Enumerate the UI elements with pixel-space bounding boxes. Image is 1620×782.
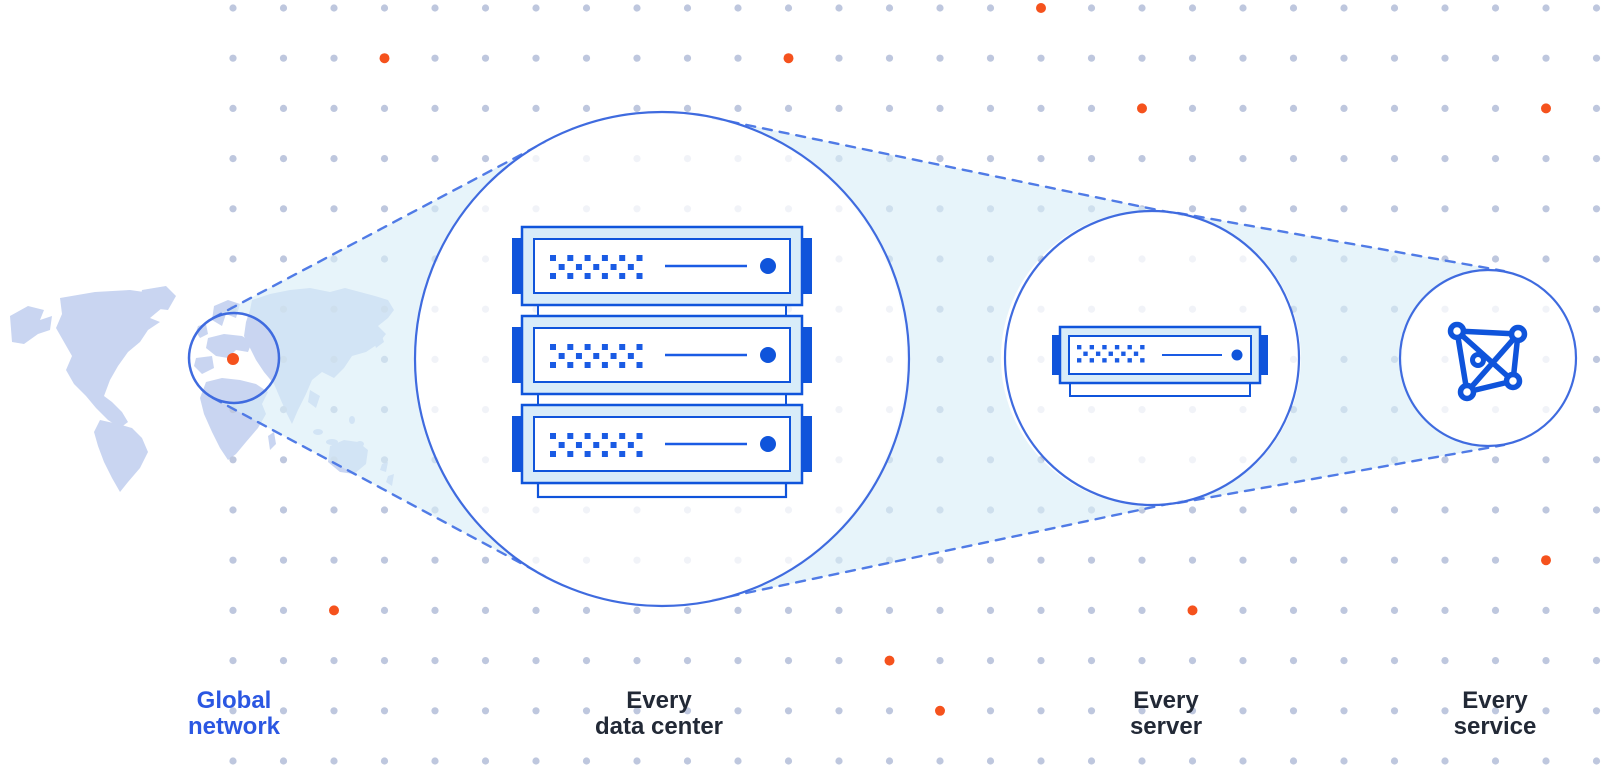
location-marker-icon bbox=[227, 353, 239, 365]
label-line: data center bbox=[594, 713, 724, 740]
server-rack-icon bbox=[512, 227, 812, 499]
single-server-icon bbox=[1052, 327, 1268, 397]
label-every-data-center: Every data center bbox=[595, 688, 723, 740]
label-global-network: Global network bbox=[188, 688, 280, 740]
server-unit-icon bbox=[512, 227, 812, 305]
label-every-server: Every server bbox=[1130, 688, 1202, 740]
network-mesh-icon bbox=[1447, 321, 1528, 402]
zoom-cone bbox=[213, 118, 1504, 600]
server-unit-icon bbox=[512, 316, 812, 394]
label-line: server bbox=[1129, 713, 1203, 740]
label-line: Global bbox=[196, 687, 272, 714]
label-every-service: Every service bbox=[1454, 688, 1537, 740]
label-line: service bbox=[1453, 713, 1537, 740]
label-line: network bbox=[187, 713, 281, 740]
zoom-dashed-lines bbox=[211, 116, 1506, 602]
label-line: Every bbox=[1133, 687, 1199, 714]
label-line: Every bbox=[626, 687, 692, 714]
server-unit-icon bbox=[512, 405, 812, 483]
map-highlight-circle bbox=[187, 311, 281, 405]
label-line: Every bbox=[1462, 687, 1528, 714]
